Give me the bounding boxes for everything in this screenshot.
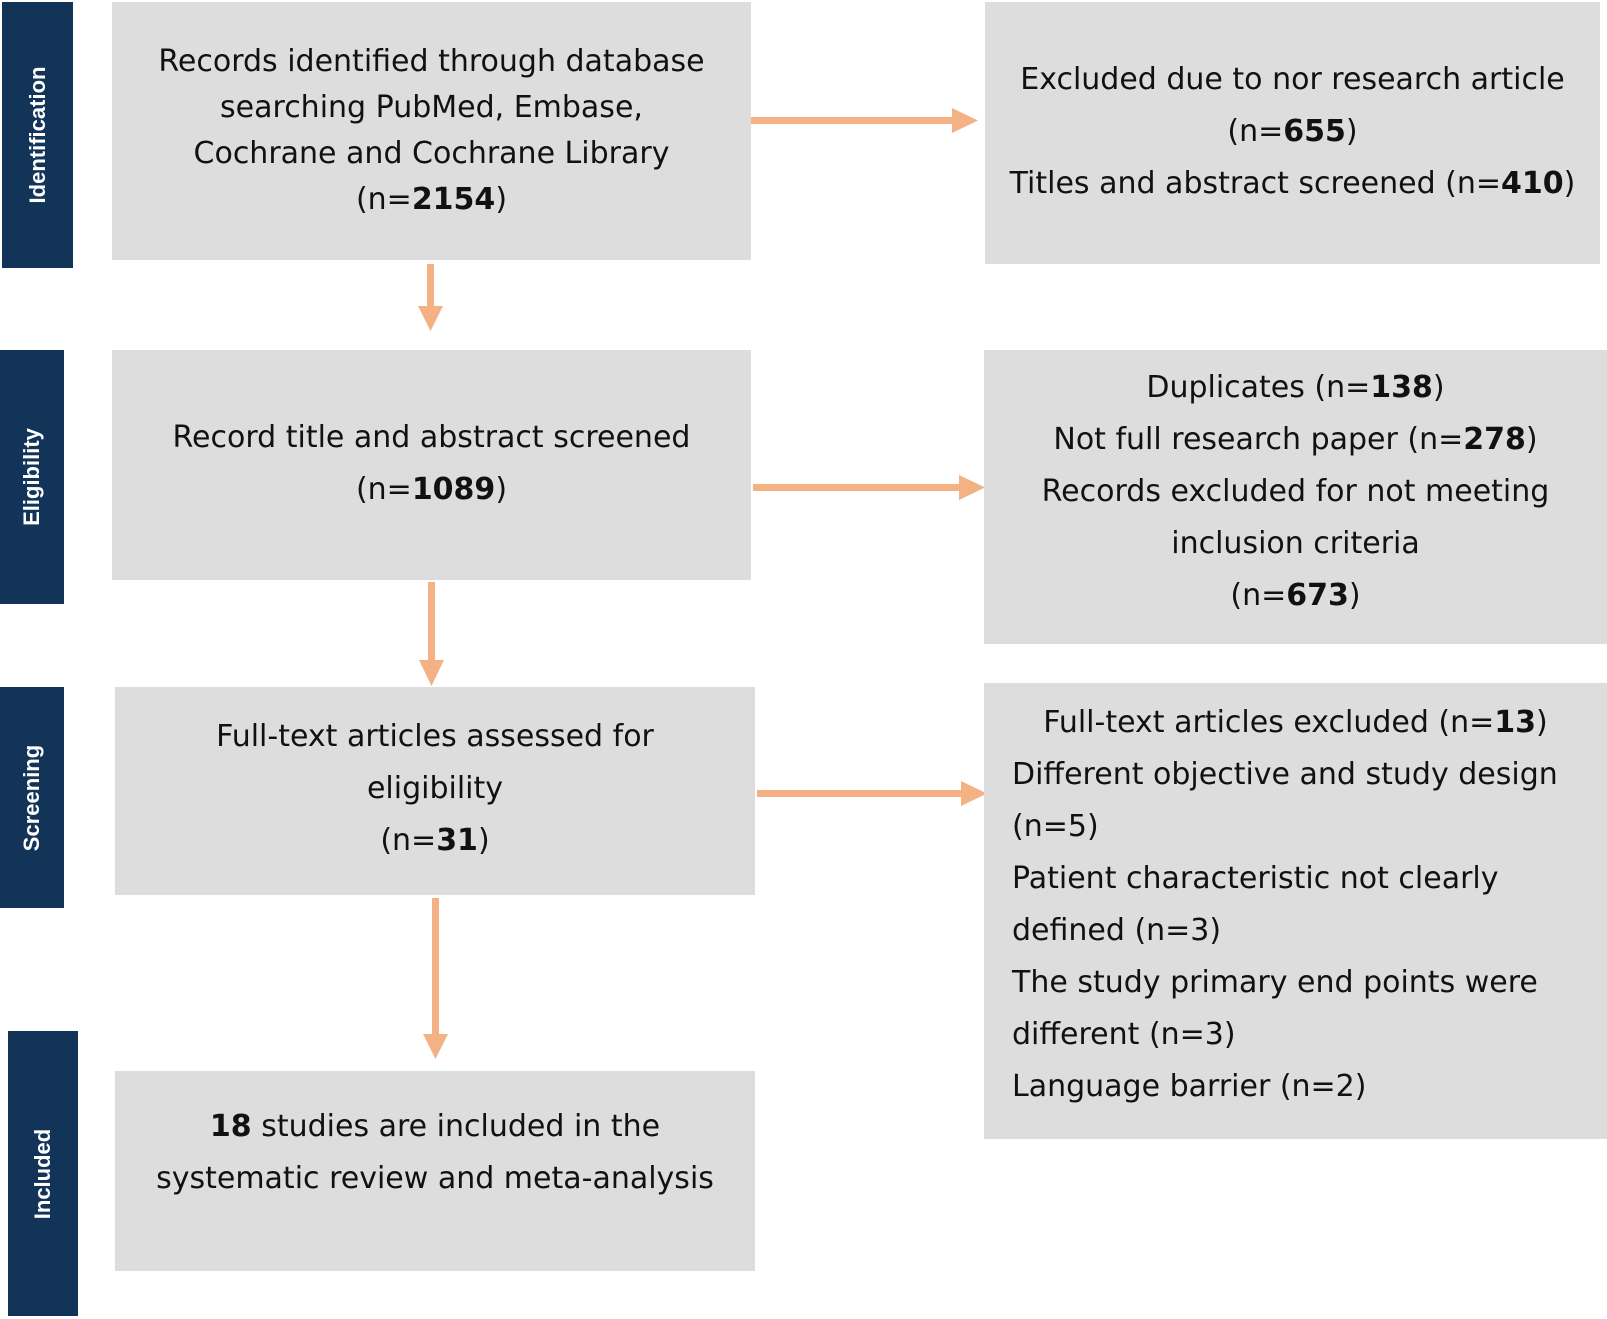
eligibility-exclusions-box: Duplicates (n=138) Not full research pap…	[984, 350, 1607, 644]
phase-eligibility: Eligibility	[0, 350, 64, 604]
title-abstract-screened-count: (n=1089)	[355, 472, 508, 507]
fulltext-assessed-line1: Full-text articles assessed for	[216, 719, 654, 754]
phase-identification: Identification	[2, 2, 73, 268]
included-studies-line1: 18 studies are included in the	[209, 1109, 661, 1144]
phase-screening-label: Screening	[19, 744, 44, 851]
titles-abstract-screened: Titles and abstract screened (n=410)	[1009, 166, 1576, 201]
records-identified-count: (n=2154)	[355, 182, 508, 217]
criteria-line1: Records excluded for not meeting	[1041, 474, 1550, 509]
excluded-not-research-line1: Excluded due to nor research article	[1020, 62, 1565, 97]
phase-identification-label: Identification	[24, 66, 50, 204]
fulltext-excluded-line3: (n=5)	[1012, 809, 1099, 844]
fulltext-assessed-count: (n=31)	[380, 823, 490, 858]
criteria-line2: inclusion criteria	[1171, 526, 1420, 561]
included-studies-box: 18 studies are included in the systemati…	[115, 1071, 755, 1271]
phase-included: Included	[8, 1031, 78, 1316]
fulltext-excluded-head: Full-text articles excluded (n=13)	[1043, 705, 1548, 740]
fulltext-excluded-line4: Patient characteristic not clearly	[1012, 861, 1499, 896]
fulltext-excluded-box: Full-text articles excluded (n=13) Diffe…	[984, 683, 1607, 1139]
title-abstract-screened-line1: Record title and abstract screened	[172, 420, 691, 455]
phase-included-label: Included	[30, 1128, 55, 1219]
title-abstract-screened-box: Record title and abstract screened (n=10…	[112, 350, 751, 580]
arrow-right-screening	[757, 781, 987, 806]
records-identified-box: Records identified through database sear…	[112, 2, 751, 260]
records-identified-line1: Records identified through database	[158, 44, 705, 79]
fulltext-excluded-line8: Language barrier (n=2)	[1012, 1069, 1367, 1104]
records-identified-line3: Cochrane and Cochrane Library	[193, 136, 670, 171]
records-identified-line2: searching PubMed, Embase,	[220, 90, 643, 125]
phase-eligibility-label: Eligibility	[19, 428, 44, 526]
excluded-not-research-box: Excluded due to nor research article (n=…	[985, 2, 1600, 264]
arrow-down-screening	[423, 898, 448, 1059]
arrow-right-eligibility	[753, 475, 985, 500]
fulltext-excluded-line5: defined (n=3)	[1012, 913, 1222, 948]
arrow-down-eligibility	[419, 582, 444, 686]
criteria-count: (n=673)	[1230, 578, 1361, 613]
duplicates-line: Duplicates (n=138)	[1146, 370, 1445, 405]
arrow-right-identification	[748, 108, 978, 133]
fulltext-assessed-line2: eligibility	[366, 771, 504, 806]
fulltext-excluded-line6: The study primary end points were	[1012, 965, 1538, 1000]
fulltext-excluded-line7: different (n=3)	[1012, 1017, 1236, 1052]
not-full-paper-line: Not full research paper (n=278)	[1053, 422, 1538, 457]
fulltext-excluded-line2: Different objective and study design	[1012, 757, 1558, 792]
phase-screening: Screening	[0, 687, 64, 908]
included-studies-line2: systematic review and meta-analysis	[156, 1161, 714, 1196]
fulltext-assessed-box: Full-text articles assessed for eligibil…	[115, 687, 755, 895]
excluded-not-research-count: (n=655)	[1227, 114, 1358, 149]
arrow-down-identification	[418, 264, 443, 331]
